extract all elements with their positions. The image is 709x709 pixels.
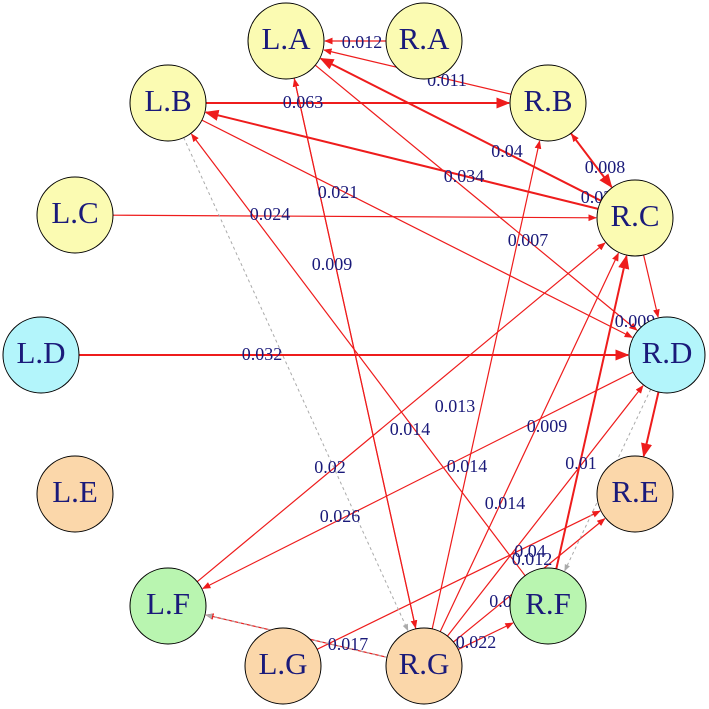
edge-label: 0.021 <box>318 182 359 202</box>
node-label: L.C <box>51 195 98 230</box>
node-label: L.B <box>144 83 191 118</box>
node-label: R.D <box>642 335 693 370</box>
node-label: R.E <box>611 474 658 509</box>
edge-label: 0.014 <box>390 419 431 439</box>
edge-label: 0.063 <box>283 92 324 112</box>
edge-rc-to-lb <box>204 109 599 210</box>
edge-label: 0.012 <box>342 32 383 52</box>
edge-label: 0.008 <box>585 157 626 177</box>
edge-rd-to-re <box>641 391 660 458</box>
node-circle <box>129 567 207 645</box>
node-rd: R.D <box>628 316 706 394</box>
node-circle <box>628 316 706 394</box>
node-rc: R.C <box>596 179 674 257</box>
edge-lc-to-rc <box>112 214 597 222</box>
node-circle <box>385 627 463 705</box>
node-re: R.E <box>596 455 674 533</box>
node-label: L.G <box>258 646 307 681</box>
edge-rc-to-la <box>319 57 602 202</box>
edge-lb-to-rg <box>183 137 409 632</box>
edge-label: 0.026 <box>320 506 361 526</box>
node-la: L.A <box>247 2 325 80</box>
node-label: R.G <box>399 646 450 681</box>
node-circle <box>509 567 587 645</box>
node-circle <box>2 316 80 394</box>
edge-la-to-rd <box>314 64 638 331</box>
edge-label: 0.024 <box>250 204 291 224</box>
node-rf: R.F <box>509 567 587 645</box>
edge-label: 0.04 <box>491 141 523 161</box>
edge-rg-to-rb <box>431 140 542 630</box>
node-label: R.C <box>610 198 659 233</box>
edge-rg-to-la <box>292 78 417 630</box>
edge-label: 0.014 <box>485 493 526 513</box>
node-label: R.B <box>523 83 572 118</box>
node-ld: L.D <box>2 316 80 394</box>
node-lf: L.F <box>129 567 207 645</box>
node-ra: R.A <box>385 2 463 80</box>
edge-label: 0.009 <box>527 416 568 436</box>
node-circle <box>509 64 587 142</box>
node-lb: L.B <box>129 64 207 142</box>
node-label: R.F <box>525 586 571 621</box>
edge-label: 0.032 <box>242 344 283 364</box>
node-circle <box>244 627 322 705</box>
node-rb: R.B <box>509 64 587 142</box>
node-circle <box>247 2 325 80</box>
edge-label: 0.02 <box>314 457 346 477</box>
edge-label: 0.017 <box>328 634 369 654</box>
edge-lf-to-rc <box>196 242 606 583</box>
edge-rd-to-lf <box>202 371 634 590</box>
node-label: L.A <box>261 21 311 56</box>
edge-label: 0.013 <box>435 396 476 416</box>
node-le: L.E <box>36 455 114 533</box>
edge-label: 0.009 <box>312 254 353 274</box>
node-circle <box>36 455 114 533</box>
node-label: L.D <box>16 335 65 370</box>
node-circle <box>385 2 463 80</box>
edge-label: 0.014 <box>447 456 488 476</box>
edge-rf-to-lb <box>190 133 526 577</box>
node-circle <box>129 64 207 142</box>
edge-label: 0.012 <box>512 549 553 569</box>
edge-rf-to-rc <box>555 254 630 570</box>
node-lg: L.G <box>244 627 322 705</box>
edge-lg-to-re <box>316 510 601 650</box>
node-label: R.A <box>399 21 450 56</box>
node-circle <box>36 176 114 254</box>
edge-rg-to-rd <box>446 385 644 637</box>
node-rg: R.G <box>385 627 463 705</box>
edge-rg-to-rf <box>457 622 514 650</box>
edge-label: 0.022 <box>456 632 497 652</box>
edge-label: 0.04 <box>514 541 546 561</box>
node-lc: L.C <box>36 176 114 254</box>
edge-rg-to-rc <box>439 252 619 632</box>
edge-rc-to-rd <box>643 254 660 318</box>
edge-label: 0.007 <box>508 230 549 250</box>
node-circle <box>596 455 674 533</box>
edge-lb-to-rd <box>201 119 633 338</box>
node-label: L.F <box>146 586 190 621</box>
edge-label: 0.034 <box>444 166 485 186</box>
edge-rb-to-rc <box>570 132 613 189</box>
edge-label: 0.01 <box>565 453 597 473</box>
node-circle <box>596 179 674 257</box>
node-label: L.E <box>52 474 98 509</box>
